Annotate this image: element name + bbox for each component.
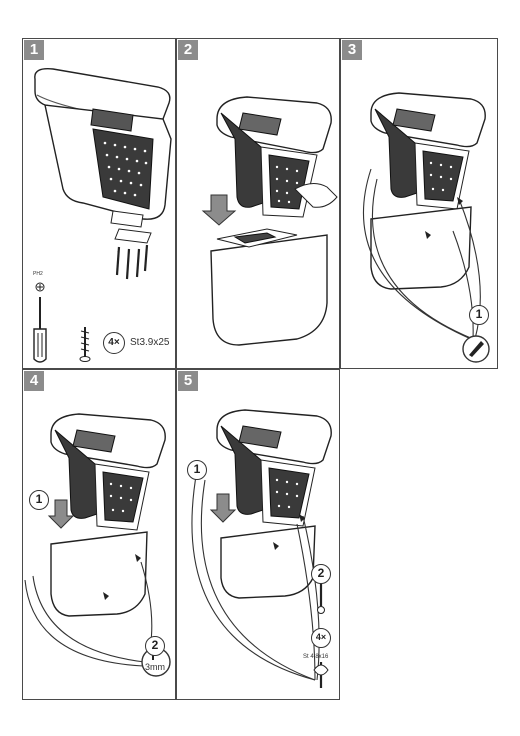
step-number-badge: 4: [24, 371, 44, 391]
screwdriver-type-label: PH2: [33, 271, 43, 277]
screw-spec-label: St 4,8x16: [303, 654, 329, 660]
screw-count-circle: 4×: [103, 332, 125, 354]
armrest-mount-illustration: [33, 68, 172, 363]
callout-1: 1: [29, 490, 49, 510]
step-number-badge: 3: [342, 40, 362, 60]
armrest-screw-fix-illustration: [191, 409, 332, 688]
armrest-cable-tie-illustration: [362, 92, 490, 363]
step-2-panel: 2: [176, 38, 340, 369]
callout-1: 1: [187, 460, 207, 480]
step-1-panel: 1: [22, 38, 176, 369]
step-5-panel: 5 1 2 4× St 4,8x16: [176, 369, 340, 700]
step-4-panel: 4 1 2 3mm: [22, 369, 176, 700]
step-number-badge: 5: [178, 371, 198, 391]
armrest-drill-illustration: [24, 413, 171, 677]
screw-spec-label: St3.9x25: [130, 337, 170, 348]
drill-size-label: 3mm: [145, 662, 165, 672]
step-number-badge: 2: [178, 40, 198, 60]
step-3-panel: 3 1: [340, 38, 498, 369]
armrest-insert-illustration: [201, 96, 338, 346]
callout-2: 2: [145, 636, 165, 656]
screw-count-circle: 4×: [311, 628, 331, 648]
callout-2: 2: [311, 564, 331, 584]
step-number-badge: 1: [24, 40, 44, 60]
callout-number: 1: [469, 305, 489, 325]
